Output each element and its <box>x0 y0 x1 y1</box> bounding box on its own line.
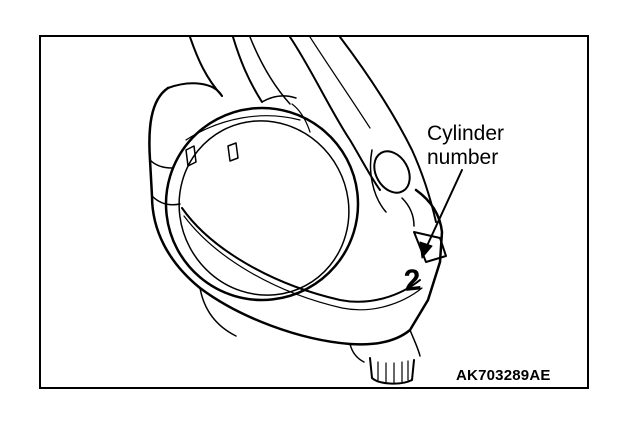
callout-leader-arrow <box>419 169 463 259</box>
callout-line-2: number <box>427 146 499 169</box>
cap-bolt-nut <box>369 357 415 385</box>
big-end-bore <box>164 106 360 302</box>
stamped-cylinder-number: 2 <box>403 263 423 298</box>
cylinder-number-callout: Cylinder number <box>427 122 504 170</box>
figure-frame <box>39 35 589 389</box>
rod-beam <box>189 37 437 223</box>
callout-line-1: Cylinder <box>427 122 505 145</box>
figure-code: AK703289AE <box>456 367 551 384</box>
